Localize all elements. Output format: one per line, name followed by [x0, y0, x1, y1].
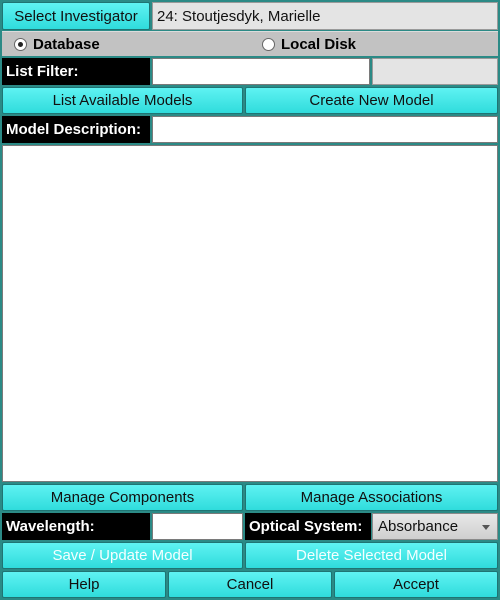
list-filter-input[interactable] [152, 58, 370, 85]
source-radio-bar: Database Local Disk [2, 31, 498, 56]
chevron-down-icon [482, 525, 490, 530]
model-description-label: Model Description: [2, 116, 150, 143]
list-filter-label: List Filter: [2, 58, 150, 85]
save-update-model-button[interactable]: Save / Update Model [2, 542, 243, 569]
radio-database-label: Database [33, 36, 100, 53]
optical-system-value: Absorbance [378, 518, 459, 535]
wavelength-input[interactable] [152, 513, 243, 540]
list-filter-aux-field [372, 58, 498, 85]
radio-local-disk-label: Local Disk [281, 36, 357, 53]
create-new-model-button[interactable]: Create New Model [245, 87, 498, 114]
optical-system-label: Optical System: [245, 513, 371, 540]
manage-associations-button[interactable]: Manage Associations [245, 484, 498, 511]
model-description-input[interactable] [152, 116, 498, 143]
radio-database[interactable]: Database [14, 36, 100, 53]
wavelength-label: Wavelength: [2, 513, 150, 540]
cancel-button[interactable]: Cancel [168, 571, 332, 598]
radio-database-indicator [14, 38, 27, 51]
list-available-models-button[interactable]: List Available Models [2, 87, 243, 114]
models-listbox[interactable] [2, 145, 498, 482]
investigator-display: 24: Stoutjesdyk, Marielle [152, 2, 498, 30]
radio-local-disk-indicator [262, 38, 275, 51]
select-investigator-button[interactable]: Select Investigator [2, 2, 150, 30]
delete-selected-model-button[interactable]: Delete Selected Model [245, 542, 498, 569]
help-button[interactable]: Help [2, 571, 166, 598]
optical-system-select[interactable]: Absorbance [372, 513, 498, 540]
manage-components-button[interactable]: Manage Components [2, 484, 243, 511]
accept-button[interactable]: Accept [334, 571, 498, 598]
radio-local-disk[interactable]: Local Disk [262, 36, 356, 53]
